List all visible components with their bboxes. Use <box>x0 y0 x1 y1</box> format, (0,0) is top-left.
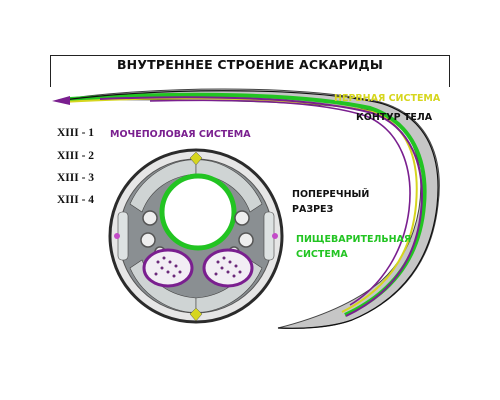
label-reproductive-system: МОЧЕПОЛОВАЯ СИСТЕМА <box>110 129 251 140</box>
code-xiii-3: XIII - 3 <box>57 172 95 184</box>
nerve-trunk-ventral <box>189 307 203 322</box>
reproductive-tube-2 <box>149 99 411 306</box>
code-xiii-4: XIII - 4 <box>57 194 95 206</box>
eggs-left <box>154 256 182 278</box>
intestine-cross-section <box>159 173 237 251</box>
uterus-left <box>142 248 194 288</box>
head-tip <box>52 96 70 105</box>
ovary-tube-1 <box>142 210 158 226</box>
excretory-canal-left <box>114 233 120 239</box>
ovary-tube-4 <box>234 210 250 226</box>
eggs-right <box>214 256 242 278</box>
label-digestive-1: ПИЩЕВАРИТЕЛЬНАЯ <box>296 234 412 245</box>
ovary-tube-5 <box>238 232 254 248</box>
excretory-canal-right <box>272 233 278 239</box>
title-frame-top <box>50 55 450 56</box>
label-digestive-2: СИСТЕМА <box>296 249 348 260</box>
label-cross-section-1: ПОПЕРЕЧНЫЙ <box>292 189 370 200</box>
worm-body <box>52 88 440 329</box>
code-xiii-1: XIII - 1 <box>57 127 95 139</box>
label-nervous-system: НЕРВНАЯ СИСТЕМА <box>334 93 441 104</box>
code-xiii-2: XIII - 2 <box>57 150 95 162</box>
muscle-band-upper-right <box>195 159 263 213</box>
label-body-contour: КОНТУР ТЕЛА <box>356 112 433 123</box>
nerve-trunk-dorsal <box>189 151 203 166</box>
title-frame-right <box>449 55 450 87</box>
cross-section <box>108 148 284 324</box>
uterus-right <box>202 248 254 288</box>
label-cross-section-2: РАЗРЕЗ <box>292 204 334 215</box>
diagram-title: ВНУТРЕННЕЕ СТРОЕНИЕ АСКАРИДЫ <box>116 57 384 72</box>
title-frame-left <box>50 55 51 87</box>
ovary-tube-2 <box>140 232 156 248</box>
reproductive-tube-1 <box>99 96 423 317</box>
body-contour-line <box>55 90 439 329</box>
